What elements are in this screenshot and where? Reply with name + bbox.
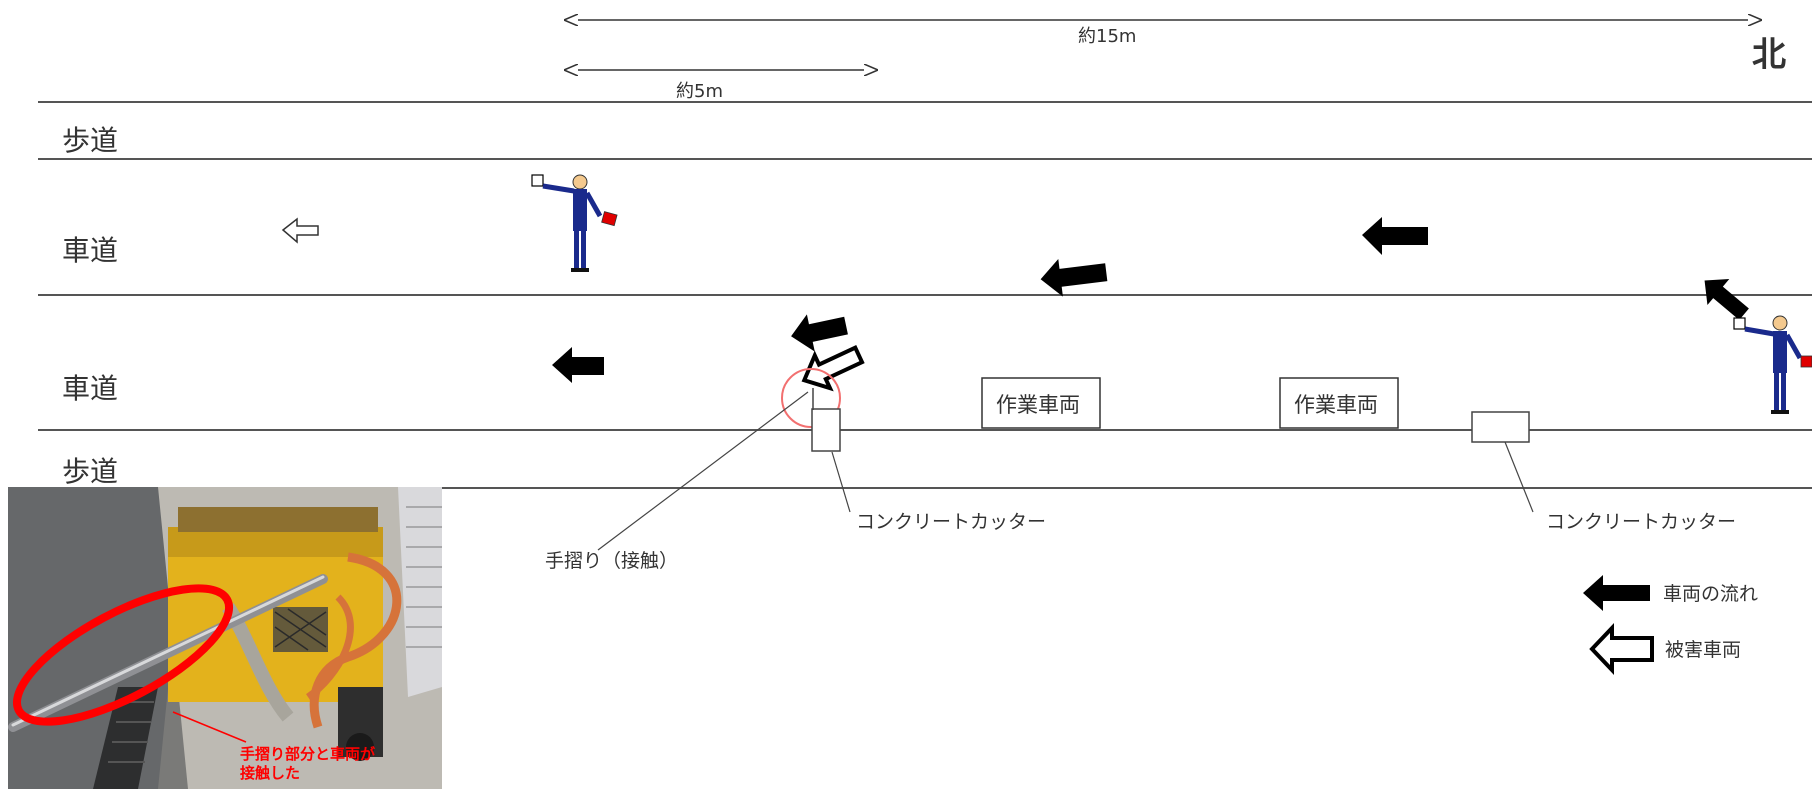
concrete-cutter-2 (1471, 411, 1530, 443)
work-vehicle-1-label: 作業車両 (996, 393, 1080, 417)
damaged-vehicle-arrow-icon (801, 344, 865, 392)
dimension-5m: 約5m (578, 70, 864, 102)
traffic-arrow-icon (1704, 279, 1749, 321)
contact-point-highlight (781, 368, 841, 428)
sidewalk-label-top: 歩道 (62, 124, 118, 157)
dimension-5m-label: 約5m (676, 81, 723, 102)
cutter-2-callout: コンクリートカッター (1546, 511, 1736, 533)
legend-traffic-arrow-icon (1583, 575, 1650, 611)
photo-caption-line2: 接触した (240, 764, 300, 782)
flagger-person-icon (531, 174, 618, 272)
road-lines (38, 101, 1812, 489)
legend-damaged-vehicle-arrow-icon (1589, 623, 1654, 675)
work-vehicle-1: 作業車両 (981, 377, 1101, 429)
traffic-arrow-icon (1040, 258, 1108, 297)
north-label: 北 (1752, 35, 1786, 75)
work-vehicle-2: 作業車両 (1279, 377, 1399, 429)
legend: 車両の流れ 被害車両 (1583, 575, 1758, 675)
handrail-leader-line (597, 391, 809, 551)
work-vehicle-2-label: 作業車両 (1294, 393, 1378, 417)
dimension-15m-label: 約15m (1078, 26, 1136, 47)
traffic-arrow-icon (1362, 217, 1428, 255)
damaged-vehicle-arrow-icon (281, 217, 319, 244)
traffic-arrow-icon (552, 347, 604, 383)
flagger-person-icon (1733, 315, 1812, 414)
sidewalk-label-bottom: 歩道 (62, 455, 118, 488)
legend-damaged-vehicle-label: 被害車両 (1665, 639, 1741, 661)
legend-traffic-flow-label: 車両の流れ (1663, 583, 1758, 605)
dimension-15m: 約15m (578, 20, 1748, 47)
photo-caption-line1: 手摺り部分と車両が (240, 745, 376, 763)
cutter-1-callout: コンクリートカッター (856, 511, 1046, 533)
concrete-cutter-1 (811, 408, 841, 452)
traffic-arrow-icon (791, 314, 848, 352)
concrete-cutter-photo: 手摺り部分と車両が 接触した (8, 487, 442, 789)
cutter-1-leader-line (831, 451, 851, 513)
cutter-2-leader-line (1504, 441, 1534, 513)
lane-label-lower: 車道 (62, 372, 118, 405)
lane-label-upper: 車道 (62, 234, 118, 267)
handrail-callout: 手摺り（接触） (545, 550, 678, 572)
